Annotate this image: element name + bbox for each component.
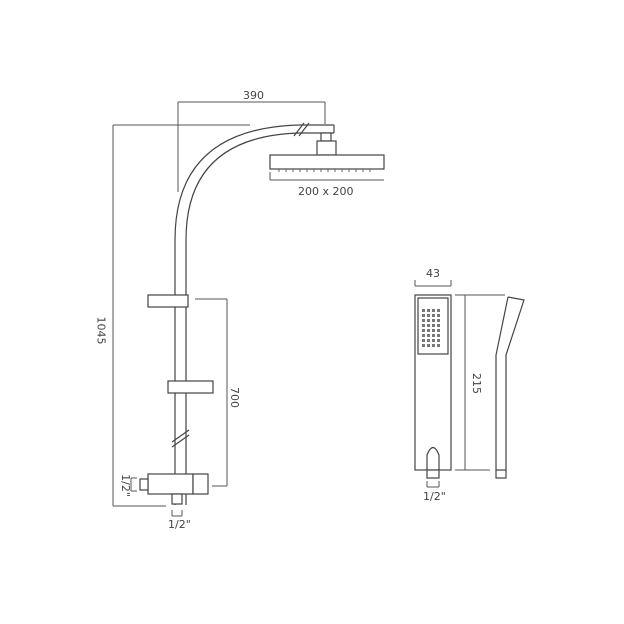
dimension-215	[455, 294, 505, 471]
label-outlet-bottom: 1/2"	[168, 518, 191, 531]
hand-shower-front	[414, 280, 452, 488]
label-head-size: 200 x 200	[298, 185, 354, 198]
label-handset-outlet: 1/2"	[423, 490, 446, 503]
label-handset-length: 215	[470, 373, 483, 394]
curved-arm	[174, 122, 335, 505]
soap-dish	[167, 380, 214, 394]
thermostatic-valve	[130, 473, 209, 517]
dimension-1045	[112, 124, 250, 507]
label-arm-reach: 390	[243, 89, 264, 102]
hand-shower-side	[495, 296, 525, 479]
riser-break	[171, 429, 190, 448]
label-riser-height: 700	[228, 387, 241, 408]
slide-bracket	[147, 294, 228, 487]
label-overall-height: 1045	[94, 316, 108, 345]
dimension-390	[177, 101, 326, 192]
label-inlet-side: 1/2"	[118, 474, 132, 497]
label-handset-width: 43	[426, 267, 440, 280]
shower-head	[269, 132, 385, 181]
